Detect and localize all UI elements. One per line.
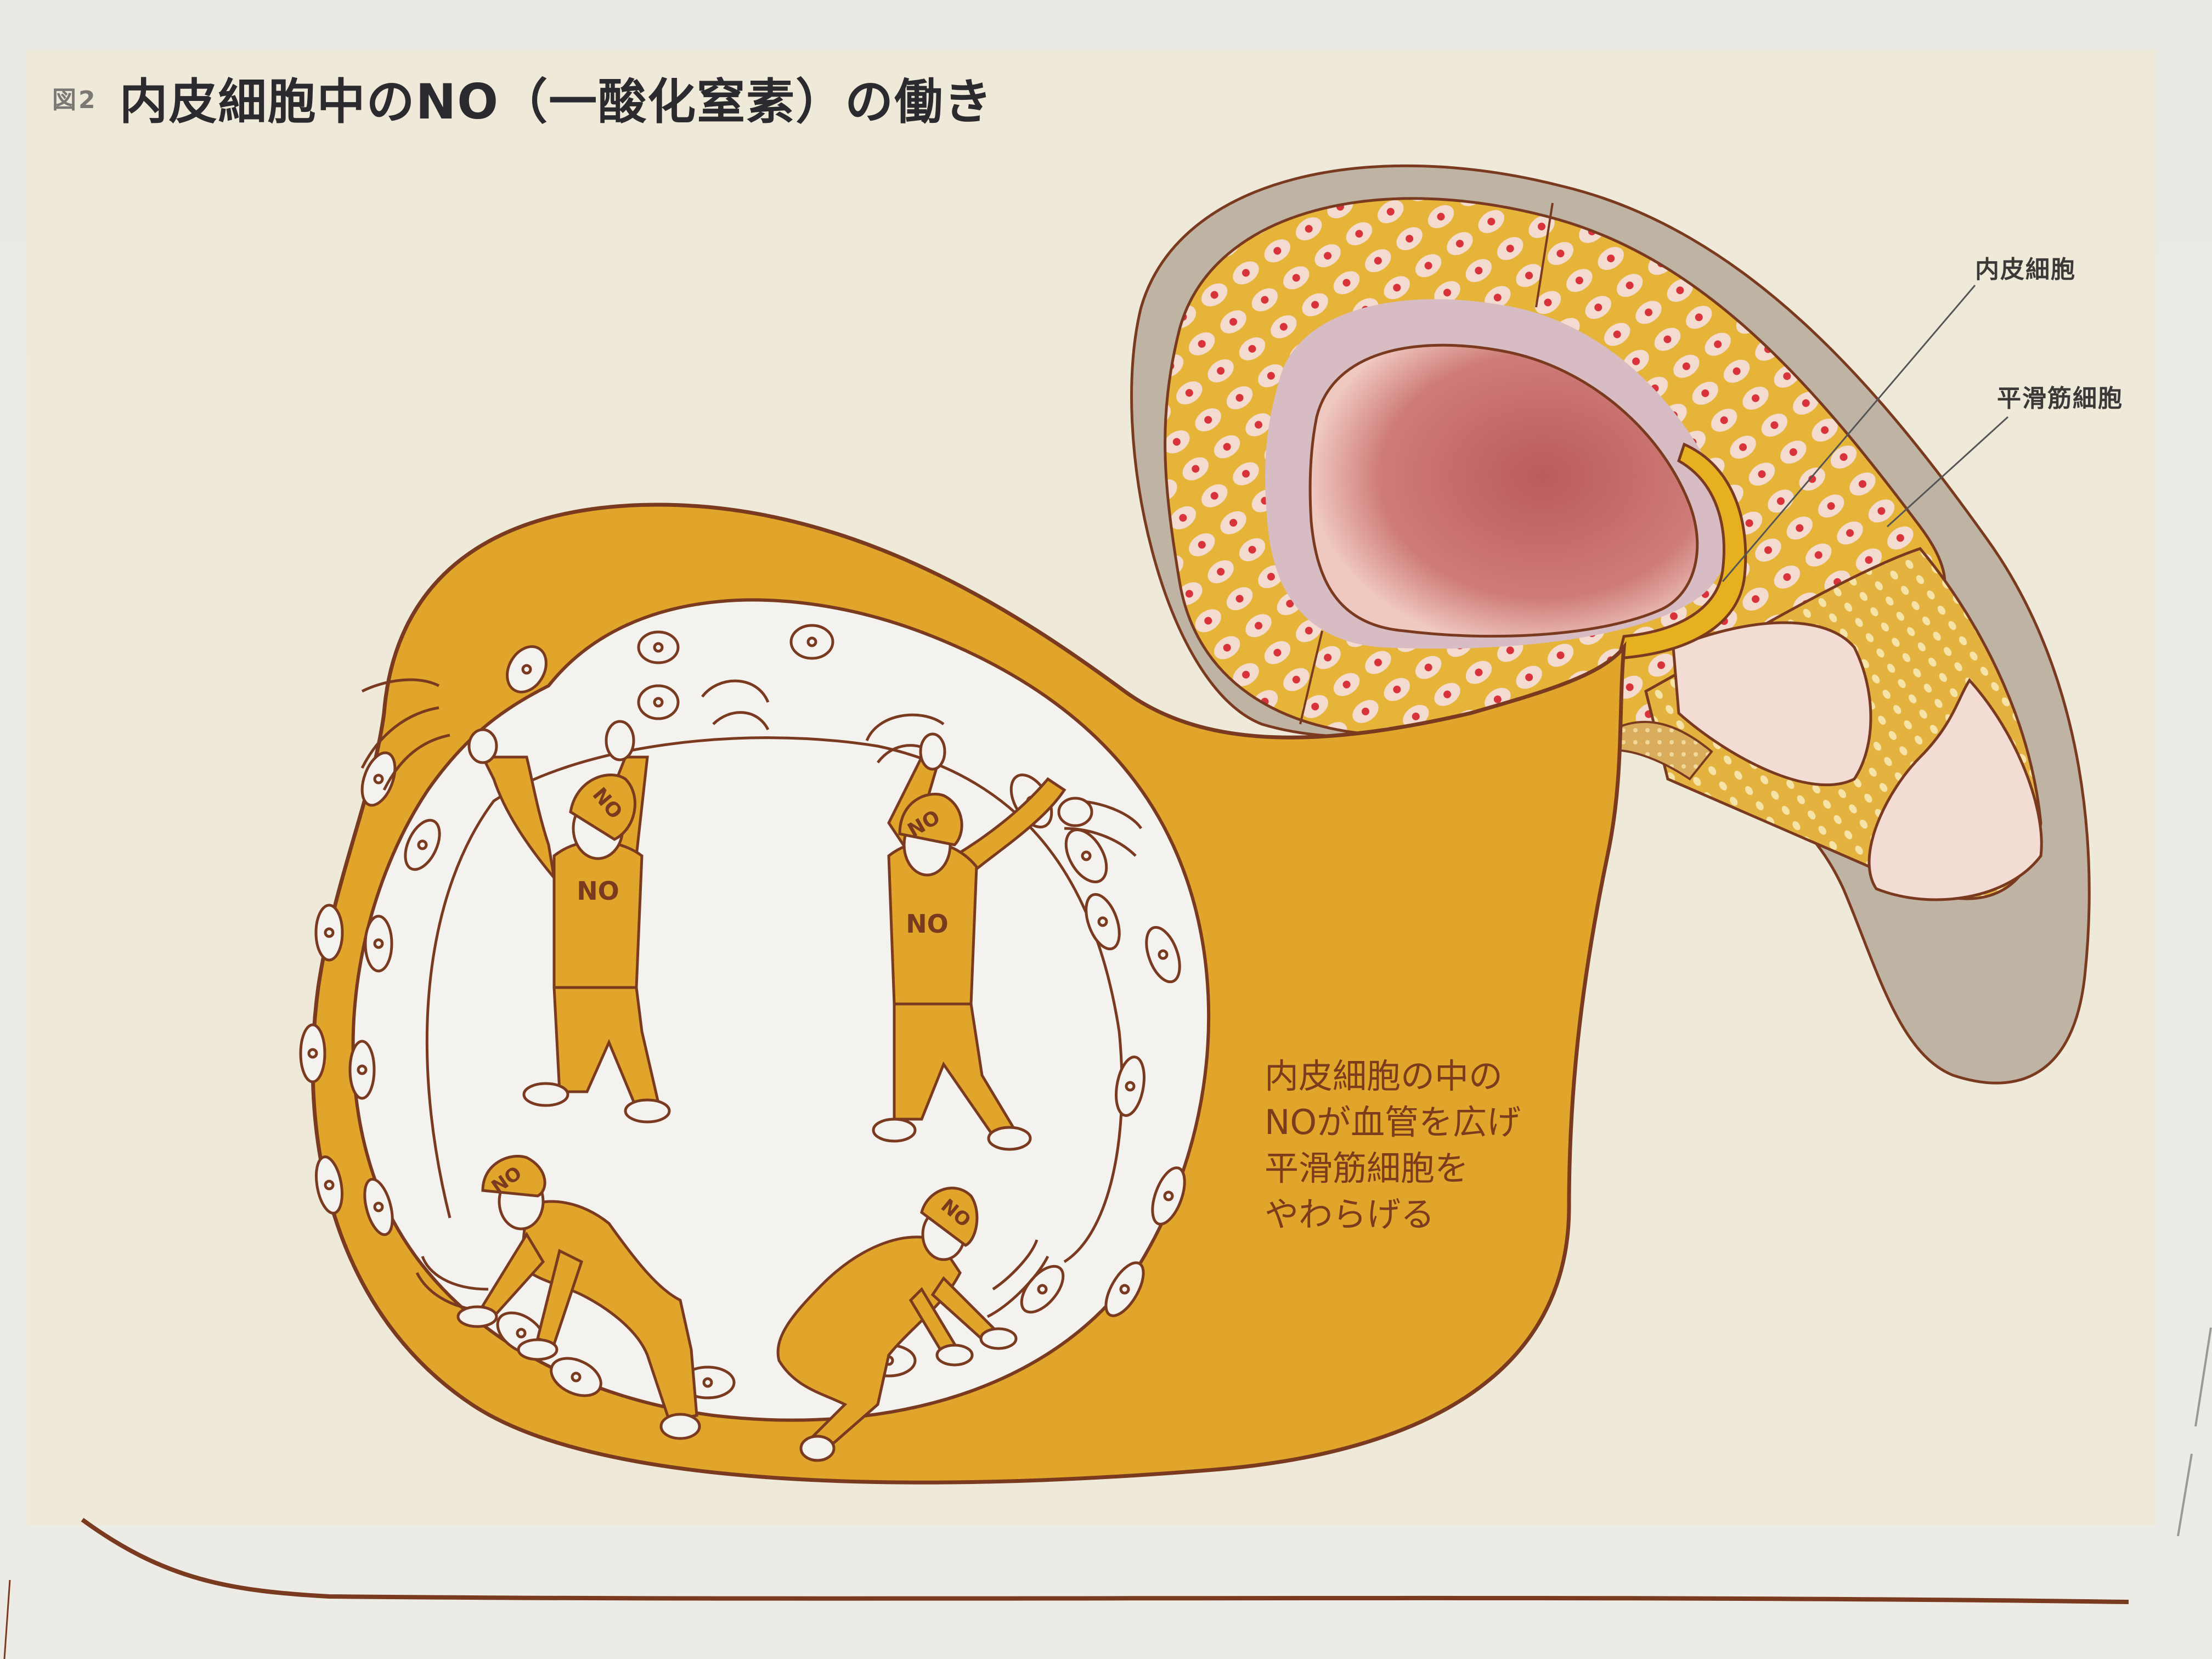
cell-icon [789, 624, 834, 660]
no-worker-1 [467, 720, 671, 1124]
worker-1-helmet [569, 774, 636, 841]
caption-line-1: 内皮細胞の中の [1265, 1056, 1503, 1096]
margin-mark [2177, 1453, 2193, 1537]
cell-icon [299, 1023, 326, 1084]
blood-vessel-cross-section [1130, 164, 2091, 1085]
cell-icon [550, 1357, 602, 1397]
endothelial-callout-line [1722, 285, 1976, 582]
cell-icon [363, 1177, 394, 1237]
worker-1-torso [552, 840, 644, 989]
worker-2-shirt-label: NO [906, 909, 949, 939]
caption-line-2: NOが血管を広げ [1265, 1102, 1521, 1142]
page-rule-line [81, 1517, 2129, 1604]
cell-icon [404, 819, 441, 871]
vessel-lumen [1308, 343, 1699, 638]
label-smooth-muscle-cell: 平滑筋細胞 [1997, 385, 2123, 413]
cell-icon [637, 684, 680, 720]
no-worker-4 [776, 1187, 1018, 1462]
figure-number-label: 図2 [52, 86, 98, 114]
cell-icon [1085, 893, 1121, 951]
cell-icon [360, 751, 397, 807]
worker-1-left-arm [480, 755, 556, 883]
figure-header: 図2 内皮細胞中のNO（一酸化窒素）の働き [52, 65, 993, 131]
worker-2-helmet [898, 793, 963, 847]
cell-icon [364, 915, 393, 973]
worker-3-helmet [481, 1155, 546, 1198]
cell-icon [506, 645, 548, 693]
cell-icon [1115, 1056, 1146, 1117]
cell-icon [314, 904, 344, 962]
cell-icon [1145, 926, 1181, 984]
cell-icon [637, 630, 680, 664]
worker-1-shirt-label: NO [577, 876, 619, 906]
no-worker-2 [872, 732, 1093, 1151]
cell-icon [315, 1155, 343, 1215]
cell-icon [348, 1040, 376, 1100]
endothelium-cutaway [1672, 621, 1872, 787]
cell-icon [1104, 1261, 1145, 1317]
cell-icon [1151, 1166, 1186, 1226]
cell-icon [1064, 828, 1108, 883]
label-endothelial-cell: 内皮細胞 [1975, 256, 2076, 284]
no-worker-3 [456, 1155, 701, 1440]
figure-number: 図2 [52, 80, 98, 115]
figure-title: 内皮細胞中のNO（一酸化窒素）の働き [119, 73, 994, 130]
worker-4-helmet [920, 1187, 979, 1247]
caption-line-4: やわらげる [1265, 1194, 1435, 1234]
endothelial-cells [299, 624, 1186, 1400]
motion-arcs [360, 678, 1143, 1318]
caption-line-3: 平滑筋細胞を [1265, 1148, 1469, 1188]
bubble-caption: 内皮細胞の中の NOが血管を広げ 平滑筋細胞を やわらげる [1265, 1053, 1572, 1238]
margin-mark [2194, 1327, 2212, 1427]
worker-4-body [776, 1235, 962, 1444]
smooth-muscle-callout-line [1886, 416, 2009, 528]
worker-2-right-arm [952, 777, 1066, 880]
